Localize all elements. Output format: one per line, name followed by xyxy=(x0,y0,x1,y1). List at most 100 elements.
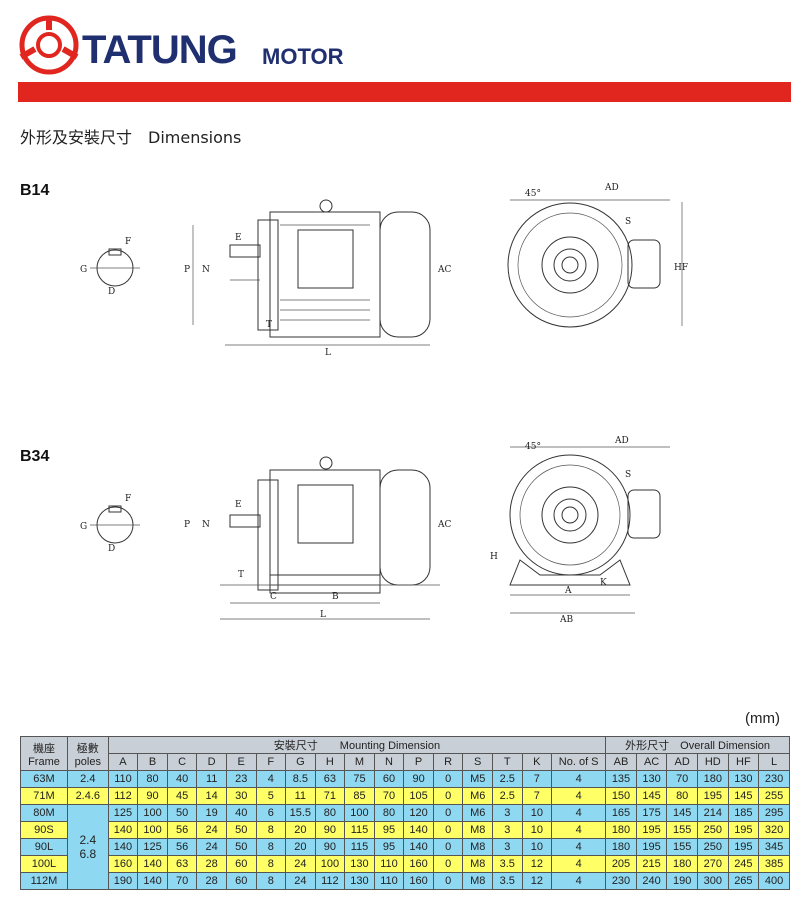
b14-drawing: F G D L P N E AC T AD S 45° H xyxy=(80,183,688,355)
svg-text:AC: AC xyxy=(437,520,451,530)
svg-text:T: T xyxy=(266,320,272,330)
table-cell: 28 xyxy=(196,855,227,873)
column-header: B xyxy=(137,753,168,771)
table-cell: 385 xyxy=(758,855,790,873)
frame-cell: 100L xyxy=(20,855,68,873)
table-cell: 11 xyxy=(285,787,316,805)
table-cell: 4 xyxy=(255,770,287,788)
table-cell: 230 xyxy=(758,770,790,788)
table-cell: 270 xyxy=(696,855,729,873)
column-header: HD xyxy=(696,753,729,771)
table-cell: 63 xyxy=(166,855,198,873)
table-cell: 70 xyxy=(373,787,405,805)
table-cell: 245 xyxy=(727,855,760,873)
table-cell: 11 xyxy=(196,770,227,788)
table-cell: 110 xyxy=(107,770,139,788)
table-cell: 8 xyxy=(255,855,287,873)
b14-side-view: L P N E AC T xyxy=(184,199,451,355)
table-cell: 160 xyxy=(403,872,434,890)
table-cell: 145 xyxy=(666,804,698,822)
column-header: G xyxy=(285,753,316,771)
table-cell: 145 xyxy=(727,787,760,805)
column-header: N xyxy=(373,753,405,771)
table-cell: 90 xyxy=(137,787,168,805)
table-cell: 56 xyxy=(166,821,198,839)
b34-shaft-section: F G D xyxy=(80,494,140,554)
svg-text:45°: 45° xyxy=(525,189,541,199)
frame-cell: 71M xyxy=(20,787,68,805)
table-cell: 6 xyxy=(255,804,287,822)
label-b34: B34 xyxy=(20,448,50,465)
table-cell: 0 xyxy=(432,821,464,839)
table-cell: 140 xyxy=(137,872,168,890)
table-cell: 130 xyxy=(635,770,668,788)
svg-text:N: N xyxy=(202,265,210,275)
column-header: T xyxy=(492,753,523,771)
table-cell: 8 xyxy=(255,872,287,890)
table-cell: 12 xyxy=(521,872,553,890)
header: TATUNG MOTOR xyxy=(18,14,788,75)
table-cell: 4 xyxy=(551,872,607,890)
table-cell: 205 xyxy=(605,855,637,873)
poles-cell-merged: 2.4 6.8 xyxy=(66,804,109,890)
table-cell: 140 xyxy=(107,838,139,856)
table-cell: 0 xyxy=(432,770,464,788)
table-cell: M6 xyxy=(462,787,493,805)
table-cell: 140 xyxy=(403,838,434,856)
table-cell: 24 xyxy=(285,855,316,873)
svg-text:D: D xyxy=(108,544,115,554)
table-cell: 215 xyxy=(635,855,668,873)
table-cell: 56 xyxy=(166,838,198,856)
table-cell: 214 xyxy=(696,804,729,822)
table-cell: 112 xyxy=(107,787,139,805)
table-cell: 40 xyxy=(166,770,198,788)
frame-cell: 112M xyxy=(20,872,68,890)
table-cell: 23 xyxy=(225,770,257,788)
table-cell: 71 xyxy=(314,787,346,805)
table-cell: 345 xyxy=(758,838,790,856)
table-cell: 60 xyxy=(373,770,405,788)
svg-text:P: P xyxy=(184,265,190,275)
column-header: AB xyxy=(605,753,637,771)
table-cell: 7 xyxy=(521,787,553,805)
frame-cell: 80M xyxy=(20,804,68,822)
column-header: E xyxy=(225,753,257,771)
table-cell: 19 xyxy=(196,804,227,822)
table-cell: 30 xyxy=(225,787,257,805)
table-cell: 140 xyxy=(403,821,434,839)
table-cell: 20 xyxy=(285,821,316,839)
table-cell: 80 xyxy=(137,770,168,788)
table-cell: 90 xyxy=(314,821,346,839)
table-cell: 4 xyxy=(551,821,607,839)
table-cell: 150 xyxy=(605,787,637,805)
table-cell: 80 xyxy=(314,804,346,822)
table-cell: 3 xyxy=(492,804,523,822)
table-cell: 0 xyxy=(432,855,464,873)
table-cell: 180 xyxy=(696,770,729,788)
column-header: H xyxy=(314,753,346,771)
table-cell: M5 xyxy=(462,770,493,788)
table-cell: 185 xyxy=(727,804,760,822)
table-cell: 4 xyxy=(551,770,607,788)
table-cell: 14 xyxy=(196,787,227,805)
table-cell: 3.5 xyxy=(492,872,523,890)
table-cell: 110 xyxy=(373,855,405,873)
svg-text:E: E xyxy=(235,233,242,243)
column-header: F xyxy=(255,753,287,771)
table-cell: M8 xyxy=(462,855,493,873)
table-cell: 90 xyxy=(403,770,434,788)
table-cell: 0 xyxy=(432,787,464,805)
b14-shaft-section: F G D xyxy=(80,237,140,297)
table-cell: 130 xyxy=(344,872,375,890)
table-cell: 112 xyxy=(314,872,346,890)
table-cell: 195 xyxy=(635,838,668,856)
table-cell: 135 xyxy=(605,770,637,788)
svg-text:B: B xyxy=(332,592,339,602)
table-cell: 195 xyxy=(727,838,760,856)
table-cell: 2.5 xyxy=(492,770,523,788)
